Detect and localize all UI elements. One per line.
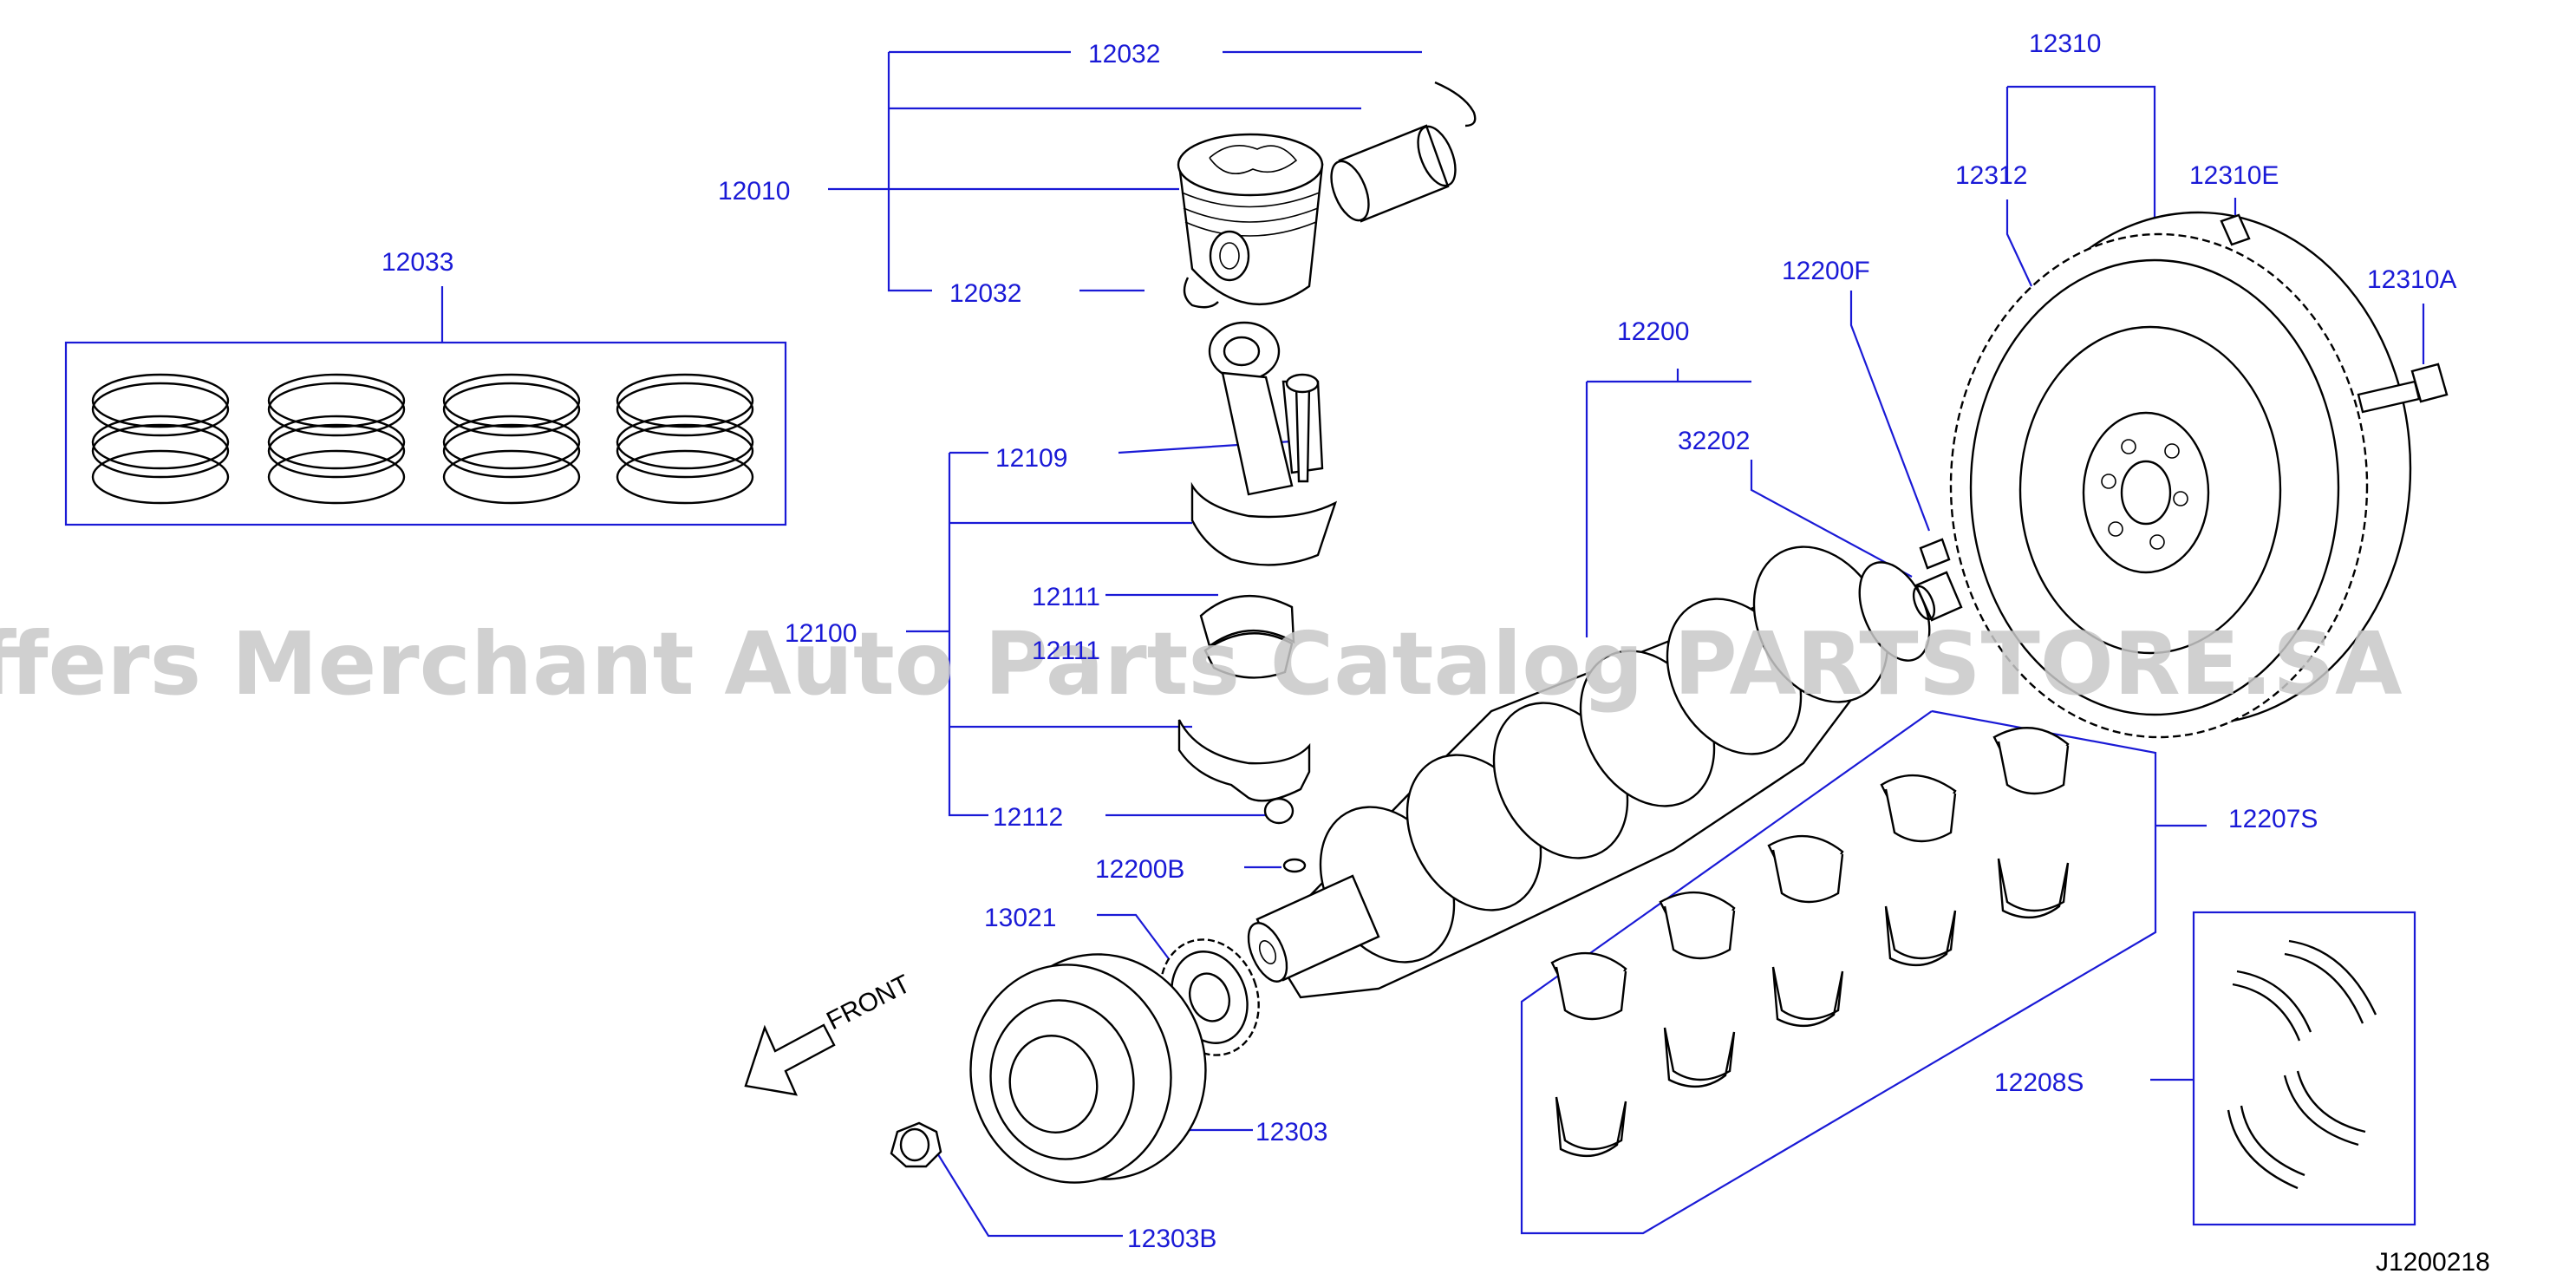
flywheel-dowel <box>2220 213 2251 246</box>
snap-ring-bottom <box>1183 277 1219 309</box>
main-bearing-set <box>1550 727 2070 1158</box>
front-arrow-icon <box>744 1023 836 1096</box>
label-12303[interactable]: 12303 <box>1255 1118 1327 1147</box>
label-12310A[interactable]: 12310A <box>2367 265 2456 294</box>
label-12032-bottom[interactable]: 12032 <box>949 279 1021 308</box>
crank-sprocket <box>1159 938 1260 1056</box>
leader-lines <box>64 50 2425 1238</box>
label-12111-lower[interactable]: 12111 <box>1032 637 1100 665</box>
ring-set-4 <box>616 373 754 505</box>
front-label: FRONT <box>822 970 915 1035</box>
label-13021[interactable]: 13021 <box>984 904 1056 932</box>
ring-set-1 <box>91 373 230 505</box>
label-32202[interactable]: 32202 <box>1678 427 1750 455</box>
bearing-upper <box>1199 594 1295 648</box>
label-12310E[interactable]: 12310E <box>2189 161 2279 190</box>
piston-ring-sets <box>91 373 754 505</box>
part-labels: 12032 12010 12032 12033 12109 12100 1211… <box>382 29 2456 1253</box>
flywheel-bolt <box>2357 363 2449 414</box>
piston <box>1177 133 1324 305</box>
pulley-bolt <box>890 1121 942 1168</box>
crankshaft <box>1247 546 1931 999</box>
diagram-code: J1200218 <box>2376 1248 2490 1277</box>
label-12312[interactable]: 12312 <box>1955 161 2027 190</box>
label-12032-top[interactable]: 12032 <box>1088 40 1160 69</box>
label-12303B[interactable]: 12303B <box>1127 1225 1216 1253</box>
rod-nut <box>1263 797 1295 825</box>
label-12310[interactable]: 12310 <box>2029 29 2101 58</box>
dowel-12200F <box>1919 538 1951 570</box>
piston-pin <box>1330 124 1457 223</box>
flywheel <box>1949 211 2412 739</box>
label-12200B[interactable]: 12200B <box>1095 855 1184 884</box>
front-arrow: FRONT <box>744 970 915 1096</box>
crank-dowels <box>1912 538 1963 622</box>
ring-set-3 <box>442 373 581 505</box>
connecting-rod <box>1190 321 1338 566</box>
label-12109[interactable]: 12109 <box>995 444 1067 473</box>
conrod-bearings <box>1177 594 1311 873</box>
label-12033[interactable]: 12033 <box>382 248 453 277</box>
label-12111-upper[interactable]: 12111 <box>1032 583 1100 611</box>
label-12207S[interactable]: 12207S <box>2228 805 2318 833</box>
label-12010[interactable]: 12010 <box>718 177 790 206</box>
label-12100[interactable]: 12100 <box>785 619 857 648</box>
crank-pulley <box>969 953 1207 1184</box>
pilot-bushing-32202 <box>1914 571 1963 622</box>
label-12200F[interactable]: 12200F <box>1782 257 1870 285</box>
label-12200[interactable]: 12200 <box>1617 317 1689 346</box>
dowel-pin-12200B <box>1282 858 1307 873</box>
snap-ring-top <box>1434 81 1477 127</box>
piston-assembly <box>1177 81 1477 309</box>
watermark: Offers Merchant Auto Parts Catalog PARTS… <box>0 613 2403 715</box>
rod-cap <box>1177 719 1311 802</box>
label-12112[interactable]: 12112 <box>993 803 1063 832</box>
label-12208S[interactable]: 12208S <box>1994 1068 2084 1097</box>
ring-set-2 <box>267 373 406 505</box>
bearing-lower <box>1203 632 1294 679</box>
thrust-washer-set <box>2227 939 2377 1190</box>
crank-webs <box>1319 546 1889 964</box>
